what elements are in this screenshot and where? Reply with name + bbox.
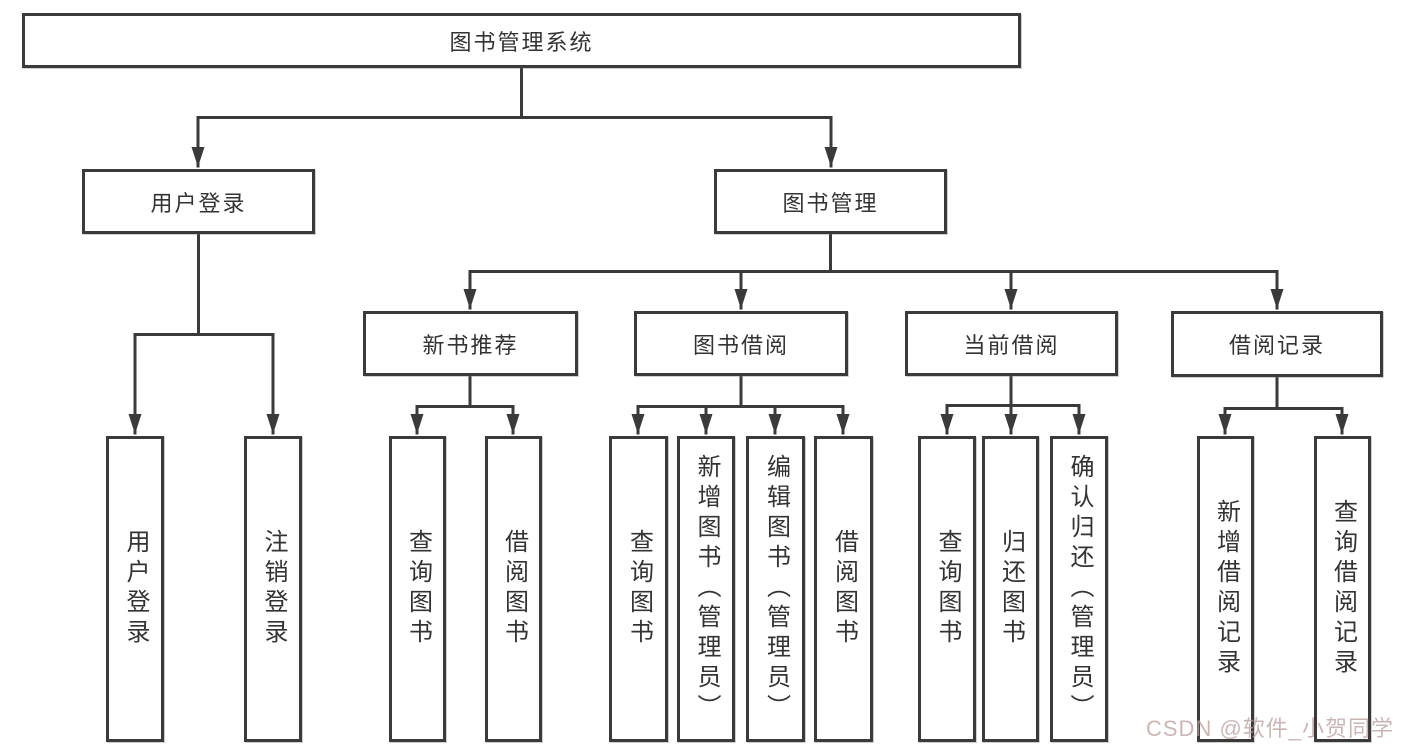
leaf-label: 查询图书: [404, 529, 432, 649]
leaf-return-books: 归还图书: [982, 436, 1039, 742]
leaf-query-books: 查询图书: [389, 436, 446, 742]
node-new-book-recommend: 新书推荐: [363, 311, 578, 376]
connector-new-book-recommend: [415, 374, 515, 408]
node-label: 图书管理系统: [449, 29, 594, 55]
leaf-label: 借阅图书: [830, 529, 858, 649]
leaf-borrow-books: 借阅图书: [485, 436, 542, 742]
connector-user-login: [133, 232, 275, 336]
node-borrow-records: 借阅记录: [1171, 311, 1383, 377]
leaf-user-login: 用户登录: [106, 436, 164, 742]
leaf-query-borrow-record: 查询借阅记录: [1314, 436, 1371, 742]
leaf-query-books: 查询图书: [609, 436, 668, 742]
node-label: 图书借阅: [692, 332, 789, 358]
leaf-label: 确认归还（管理员）: [1066, 454, 1093, 724]
leaf-borrow-books: 借阅图书: [814, 436, 873, 742]
leaf-label: 编辑图书（管理员）: [762, 454, 790, 724]
leaf-query-books: 查询图书: [918, 436, 976, 742]
node-system-root: 图书管理系统: [22, 13, 1021, 68]
leaf-label: 新增图书（管理员）: [693, 454, 720, 724]
leaf-label: 新增借阅记录: [1212, 499, 1240, 679]
connector-root: [196, 66, 833, 119]
node-user-login: 用户登录: [82, 169, 315, 234]
leaf-add-book-admin: 新增图书（管理员）: [677, 436, 735, 742]
connector-book-borrow: [636, 374, 845, 408]
leaf-logout: 注销登录: [244, 436, 302, 742]
leaf-confirm-return-admin: 确认归还（管理员）: [1050, 436, 1108, 742]
leaf-label: 查询图书: [625, 529, 653, 649]
leaf-label: 归还图书: [997, 529, 1025, 649]
leaf-label: 查询图书: [934, 529, 961, 649]
node-book-borrow: 图书借阅: [634, 311, 848, 376]
leaf-label: 查询借阅记录: [1329, 499, 1357, 679]
leaf-add-borrow-record: 新增借阅记录: [1197, 436, 1254, 742]
leaf-label: 借阅图书: [500, 529, 528, 649]
leaf-label: 用户登录: [122, 529, 149, 649]
node-current-borrow: 当前借阅: [905, 311, 1118, 376]
node-label: 用户登录: [150, 190, 247, 216]
leaf-edit-book-admin: 编辑图书（管理员）: [746, 436, 805, 742]
node-label: 新书推荐: [422, 332, 519, 358]
node-label: 图书管理: [782, 190, 879, 216]
node-label: 借阅记录: [1228, 333, 1325, 358]
connector-borrow-records: [1223, 375, 1344, 410]
node-label: 当前借阅: [963, 332, 1060, 358]
connector-book-management: [468, 232, 1279, 273]
leaf-label: 注销登录: [260, 529, 287, 649]
connector-current-borrow: [945, 374, 1081, 407]
node-book-management: 图书管理: [714, 169, 947, 234]
